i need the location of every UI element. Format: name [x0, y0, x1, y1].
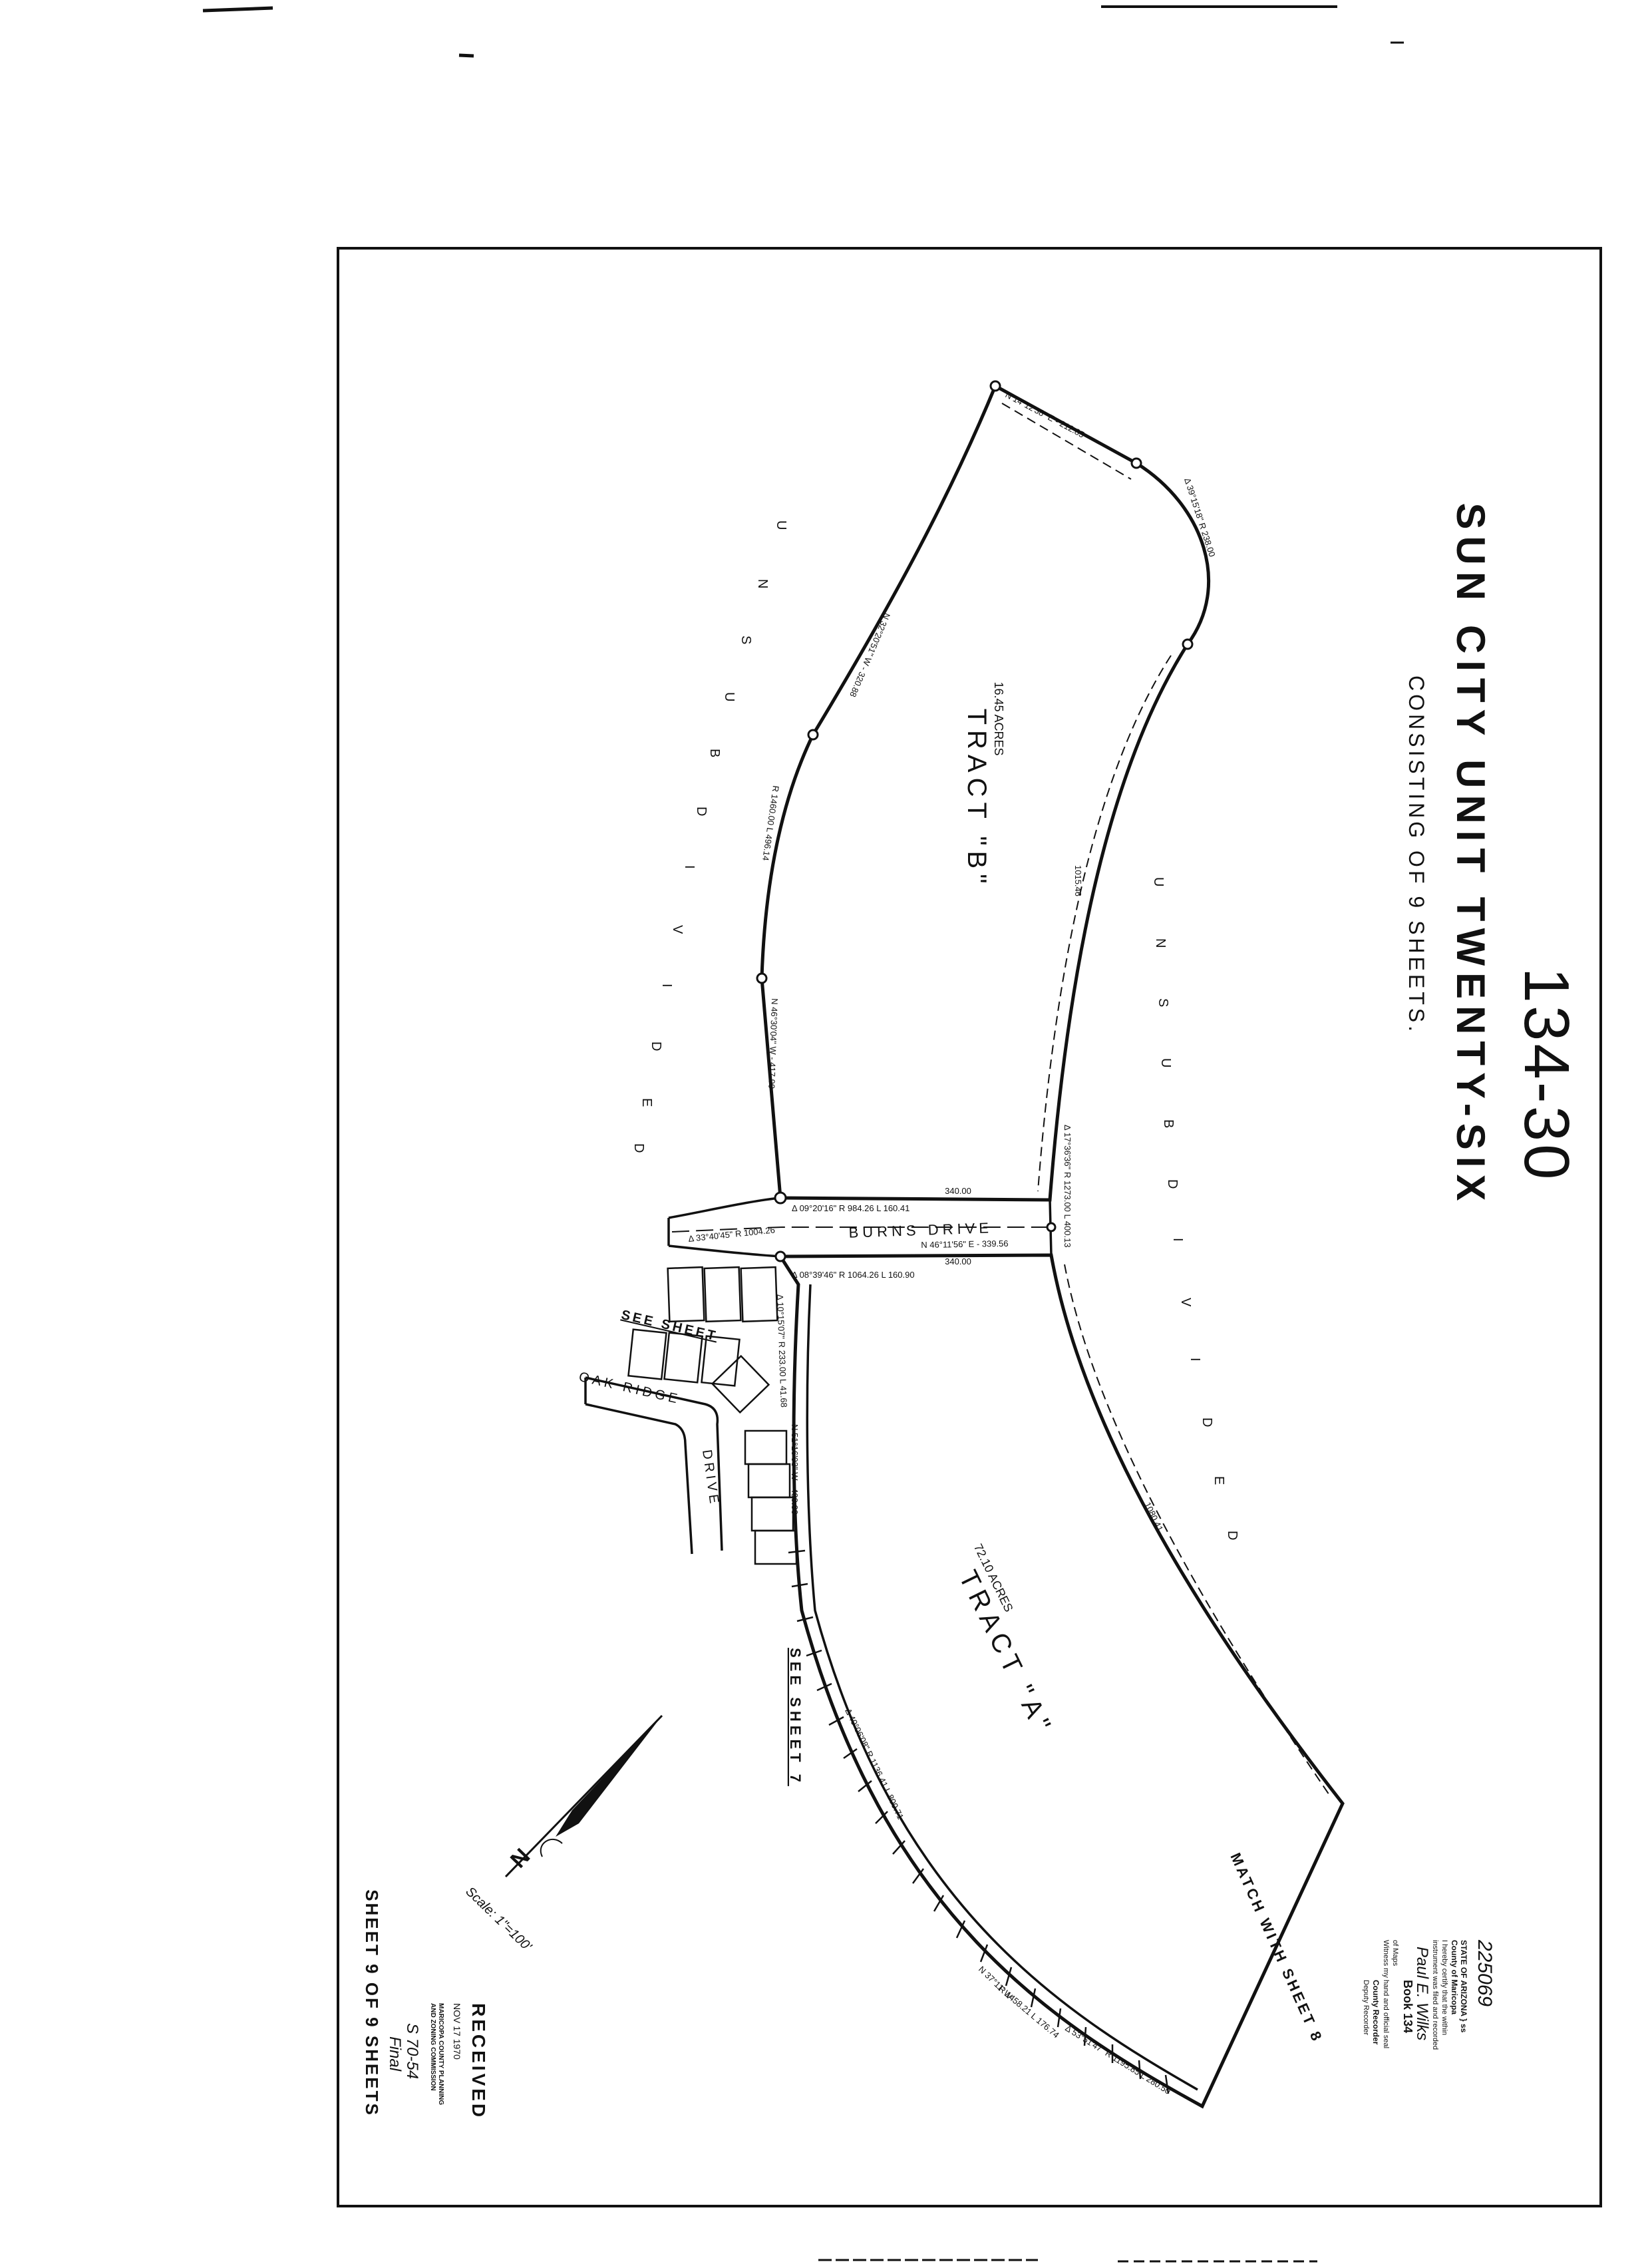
plat-number: 134-30: [1511, 968, 1582, 1183]
svg-text:B: B: [707, 749, 722, 757]
plat-subtitle: CONSISTING OF 9 SHEETS.: [1404, 675, 1428, 1035]
svg-text:S: S: [739, 636, 753, 644]
svg-text:D: D: [1225, 1531, 1239, 1540]
svg-text:RECEIVED: RECEIVED: [468, 2003, 489, 2120]
svg-text:N 46°11'56" E - 339.56: N 46°11'56" E - 339.56: [921, 1238, 1009, 1250]
svg-text:Paul E. Wilks: Paul E. Wilks: [1413, 1947, 1431, 2040]
svg-text:I: I: [1170, 1238, 1185, 1242]
svg-text:N 32°20'51" W - 320.88: N 32°20'51" W - 320.88: [848, 612, 892, 699]
svg-text:D: D: [649, 1041, 663, 1051]
svg-text:Book 134: Book 134: [1401, 1980, 1414, 2033]
svg-text:AND ZONING COMMISSION: AND ZONING COMMISSION: [429, 2003, 436, 2091]
svg-text:S 70-54: S 70-54: [403, 2023, 421, 2079]
match-line-label: MATCH WITH SHEET 8: [1227, 1850, 1326, 2045]
oak-ridge-drive-north-line: [585, 1376, 723, 1551]
svg-text:Δ 53°51'47" R 1195.85 L 280.50: Δ 53°51'47" R 1195.85 L 280.50: [1063, 2023, 1172, 2096]
svg-text:STATE OF ARIZONA } ss: STATE OF ARIZONA } ss: [1459, 1940, 1468, 2033]
svg-text:N: N: [1153, 938, 1168, 948]
svg-text:B: B: [1161, 1119, 1176, 1128]
unsubdivided-east-label: U N S U B D I V I D E D: [1151, 877, 1239, 1540]
svg-text:U: U: [722, 692, 737, 701]
svg-text:Δ 33°40'45" R 1004.26: Δ 33°40'45" R 1004.26: [688, 1225, 776, 1244]
scale-label: Scale: 1"=100': [462, 1884, 534, 1955]
svg-text:D: D: [631, 1143, 646, 1153]
sheet-number-label: SHEET 9 OF 9 SHEETS: [362, 1889, 382, 2117]
svg-text:Δ 17°36'36" R 1273.00 L 400.: Δ 17°36'36" R 1273.00 L 400.13: [1063, 1125, 1072, 1248]
svg-text:Witness my hand and official s: Witness my hand and official seal: [1382, 1940, 1390, 2048]
recorder-certificate: 225069 STATE OF ARIZONA } ss County of M…: [1362, 1939, 1496, 2050]
svg-text:Final: Final: [386, 2036, 404, 2072]
survey-monuments: [756, 380, 1194, 1262]
tract-a-west-row-line: [806, 1284, 1198, 2091]
see-sheet-lower: SEE SHEET 7: [787, 1648, 804, 1786]
svg-text:I hereby certify that the with: I hereby certify that the within: [1440, 1940, 1448, 2035]
svg-text:E: E: [1212, 1476, 1226, 1485]
svg-text:D: D: [1165, 1179, 1180, 1189]
svg-text:County Recorder: County Recorder: [1371, 1980, 1381, 2045]
svg-text:I: I: [682, 865, 697, 869]
svg-text:U: U: [1158, 1058, 1173, 1067]
tract-a-east-dashed: [1064, 1264, 1331, 1797]
svg-text:MARICOPA COUNTY PLANNING: MARICOPA COUNTY PLANNING: [437, 2003, 444, 2105]
svg-text:225069: 225069: [1474, 1939, 1496, 2006]
burns-drive-label: BURNS DRIVE: [848, 1219, 993, 1241]
tract-b-boundary: [760, 383, 1211, 1202]
svg-text:Δ 08°39'46" R 1064.26 L 160.: Δ 08°39'46" R 1064.26 L 160.90: [792, 1270, 915, 1280]
svg-text:V: V: [1178, 1298, 1193, 1307]
svg-text:S: S: [1156, 998, 1170, 1007]
svg-text:N 14°12'38" E - 212.85: N 14°12'38" E - 212.85: [1004, 389, 1086, 439]
adjacent-lots: [627, 1266, 1170, 2094]
svg-text:Deputy Recorder: Deputy Recorder: [1362, 1980, 1370, 2035]
drawing-border: [337, 247, 1602, 2207]
unsubdivided-west-label: U N S U B D I V I D E D: [631, 520, 788, 1153]
tract-a-boundary: [777, 1253, 1345, 2109]
tract-b-dashed-setback: [1001, 403, 1172, 1192]
dimension-annotations: 340.00 340.00 N 46°11'56" E - 339.56 Δ 0…: [688, 389, 1218, 2096]
svg-text:R 1460.00 L 496.14: R 1460.00 L 496.14: [760, 785, 781, 862]
svg-text:U: U: [1151, 877, 1166, 886]
svg-text:1015.46: 1015.46: [1073, 865, 1083, 896]
svg-text:1080.41: 1080.41: [1142, 1501, 1165, 1533]
tract-b-label: TRACT "B": [962, 709, 991, 889]
svg-text:340.00: 340.00: [945, 1186, 971, 1196]
received-stamp: RECEIVED NOV 17 1970 MARICOPA COUNTY PLA…: [386, 2003, 489, 2120]
svg-text:N 51°16'03" W - 400.00: N 51°16'03" W - 400.00: [790, 1424, 800, 1515]
north-arrow: N: [504, 1714, 663, 1878]
svg-text:N: N: [755, 579, 770, 588]
svg-text:N 46°30'04" W - 417.90: N 46°30'04" W - 417.90: [766, 998, 780, 1089]
tract-b-acres: 16.45 ACRES: [992, 681, 1005, 755]
svg-text:Δ 39°15'18" R 238.00: Δ 39°15'18" R 238.00: [1182, 476, 1217, 558]
oak-ridge-drive-south-line: [585, 1403, 693, 1555]
svg-text:340.00: 340.00: [945, 1256, 971, 1266]
north-label: N: [506, 1843, 535, 1873]
svg-text:Δ 09°20'16" R 984.26 L 160.4: Δ 09°20'16" R 984.26 L 160.41: [792, 1203, 909, 1213]
svg-text:instrument was filed and recor: instrument was filed and recorded: [1431, 1940, 1439, 2050]
scan-artifacts: [202, 5, 1404, 2263]
plat-title: SUN CITY UNIT TWENTY-SIX: [1448, 503, 1493, 1208]
burns-drive-centerline: [671, 1227, 1050, 1232]
svg-text:D: D: [694, 807, 709, 816]
svg-text:I: I: [1188, 1358, 1202, 1362]
svg-text:County of Maricopa: County of Maricopa: [1450, 1940, 1459, 2014]
svg-text:Δ 40°06'08" R 1136.41 L 800.71: Δ 40°06'08" R 1136.41 L 800.71: [843, 1707, 906, 1821]
svg-text:I: I: [659, 984, 674, 988]
svg-text:of Maps: of Maps: [1391, 1940, 1399, 1967]
svg-text:NOV 17 1970: NOV 17 1970: [452, 2003, 462, 2060]
svg-text:E: E: [639, 1098, 654, 1107]
svg-text:Δ 10°15'07" R 233.00 L 41.68: Δ 10°15'07" R 233.00 L 41.68: [775, 1294, 789, 1408]
svg-text:V: V: [670, 925, 685, 934]
svg-text:D: D: [1200, 1418, 1214, 1427]
svg-text:U: U: [774, 520, 788, 530]
